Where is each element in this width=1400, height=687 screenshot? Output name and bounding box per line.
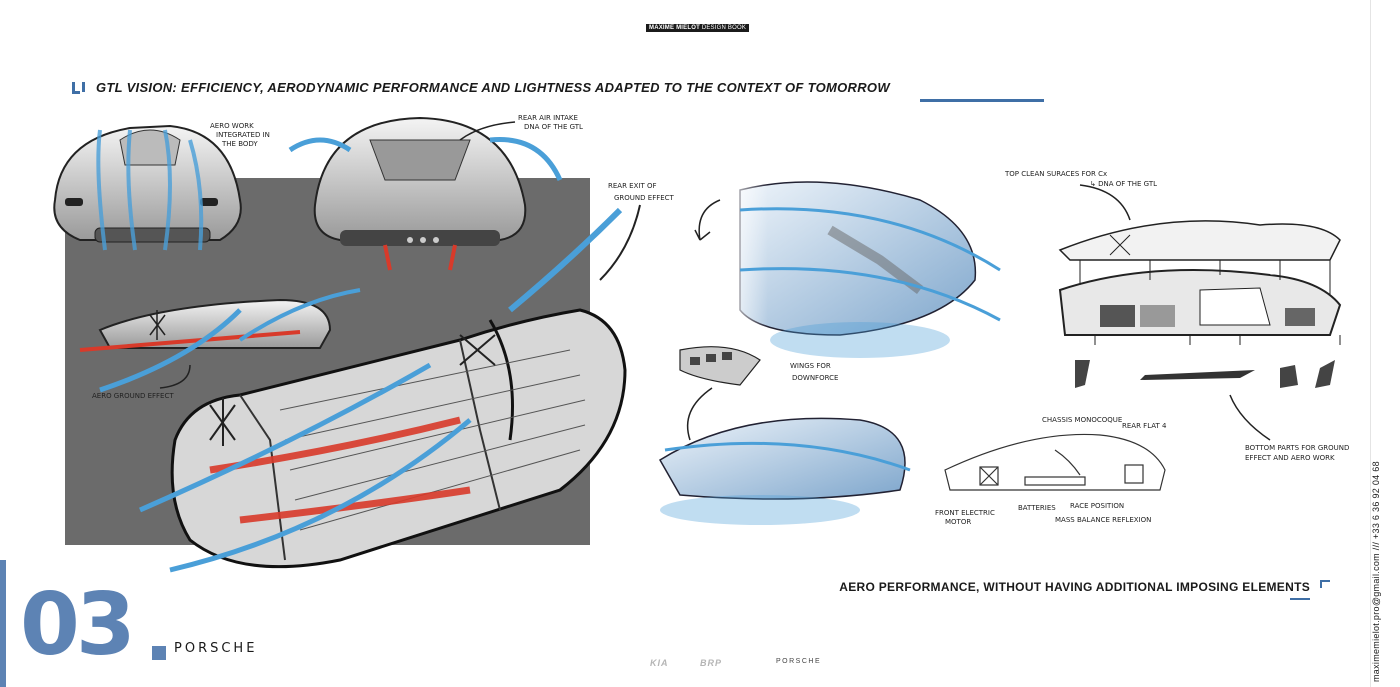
title-tick-icon	[82, 82, 85, 92]
anno-rear-air-1: REAR AIR INTAKE	[518, 114, 578, 122]
anno-wings-1: WINGS FOR	[790, 362, 831, 370]
anno-top-clean-1: TOP CLEAN SURACES FOR Cx	[1004, 170, 1107, 178]
author-name: MAXIME MIELOT	[649, 25, 700, 31]
anno-aero-work-3: THE BODY	[221, 140, 258, 148]
page-edge-line	[1370, 0, 1371, 687]
porsche-logo: PORSCHE	[776, 658, 822, 665]
subtitle-bracket-icon	[1320, 580, 1330, 588]
design-book-tag: MAXIME MIELOT DESIGN BOOK	[646, 24, 750, 32]
anno-batteries: BATTERIES	[1018, 504, 1056, 512]
blue-car-top	[720, 160, 1001, 358]
chapter-dot-icon	[152, 646, 166, 660]
footer-logos: KIA BRP PORSCHE	[0, 658, 1400, 672]
kia-logo: KIA	[650, 658, 669, 668]
rear-view-car	[288, 116, 563, 271]
subtitle-underline	[1290, 598, 1310, 600]
anno-wings-2: DOWNFORCE	[792, 374, 838, 382]
cutaway-car	[1058, 220, 1342, 388]
chapter-brand: PORSCHE	[174, 641, 258, 656]
anno-aero-work-1: AERO WORK	[210, 122, 254, 130]
book-label: DESIGN BOOK	[701, 25, 747, 31]
contact-info: maximemielot.pro@gmail.com /// +33 6 36 …	[1371, 461, 1381, 682]
anno-rear-exit-1: REAR EXIT OF	[608, 182, 656, 190]
anno-chassis: CHASSIS MONOCOQUE	[1042, 416, 1122, 424]
anno-front-motor-1: FRONT ELECTRIC	[935, 509, 995, 517]
front-view-car	[53, 124, 242, 251]
chapter-number: 03	[20, 575, 136, 675]
anno-top-clean-2: ↳ DNA OF THE GTL	[1090, 180, 1157, 188]
anno-aero-work-2: INTEGRATED IN	[216, 131, 270, 139]
anno-mass-balance: MASS BALANCE REFLEXION	[1055, 516, 1151, 524]
title-bracket-icon	[72, 82, 80, 94]
mass-balance-sketch	[944, 433, 1166, 491]
blue-car-bottom	[658, 417, 911, 525]
brp-logo: BRP	[700, 658, 723, 668]
anno-rear-exit-2: GROUND EFFECT	[614, 194, 675, 202]
anno-bottom-parts-2: EFFECT AND AERO WORK	[1245, 454, 1335, 462]
anno-rear-flat: REAR FLAT 4	[1122, 422, 1167, 430]
chapter-accent-bar	[0, 560, 6, 687]
wing-detail	[679, 346, 761, 386]
title-underline	[920, 99, 1044, 102]
side-profile-car	[79, 288, 361, 352]
page-title-block: GTL VISION: EFFICIENCY, AERODYNAMIC PERF…	[72, 78, 1044, 104]
page-title: GTL VISION: EFFICIENCY, AERODYNAMIC PERF…	[96, 80, 890, 95]
main-car-sketch	[99, 207, 627, 573]
anno-aero-ground: AERO GROUND EFFECT	[92, 392, 174, 400]
anno-front-motor-2: MOTOR	[945, 518, 971, 526]
section-subtitle: AERO PERFORMANCE, WITHOUT HAVING ADDITIO…	[839, 580, 1310, 594]
subtitle-block: AERO PERFORMANCE, WITHOUT HAVING ADDITIO…	[839, 578, 1330, 600]
anno-rear-air-2: DNA OF THE GTL	[524, 123, 583, 131]
anno-race-position: RACE POSITION	[1070, 502, 1124, 510]
sketch-illustration: AERO WORK INTEGRATED IN THE BODY REAR AI…	[53, 114, 1349, 573]
anno-bottom-parts-1: BOTTOM PARTS FOR GROUND	[1245, 444, 1349, 452]
